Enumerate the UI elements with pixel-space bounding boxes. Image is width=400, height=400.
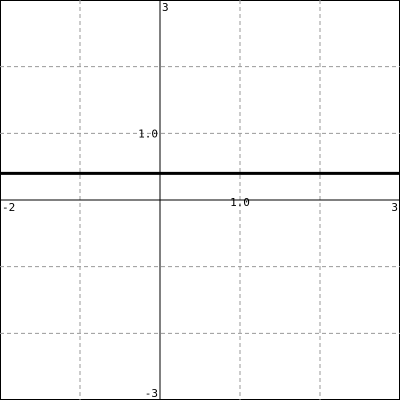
x-unit-label: 1.0 <box>230 196 250 209</box>
x-max-label: 3 <box>391 201 398 214</box>
x-min-label: -2 <box>2 201 15 214</box>
y-max-label: 3 <box>162 1 169 14</box>
y-unit-label: 1.0 <box>138 127 158 140</box>
y-min-label: -3 <box>145 387 158 400</box>
